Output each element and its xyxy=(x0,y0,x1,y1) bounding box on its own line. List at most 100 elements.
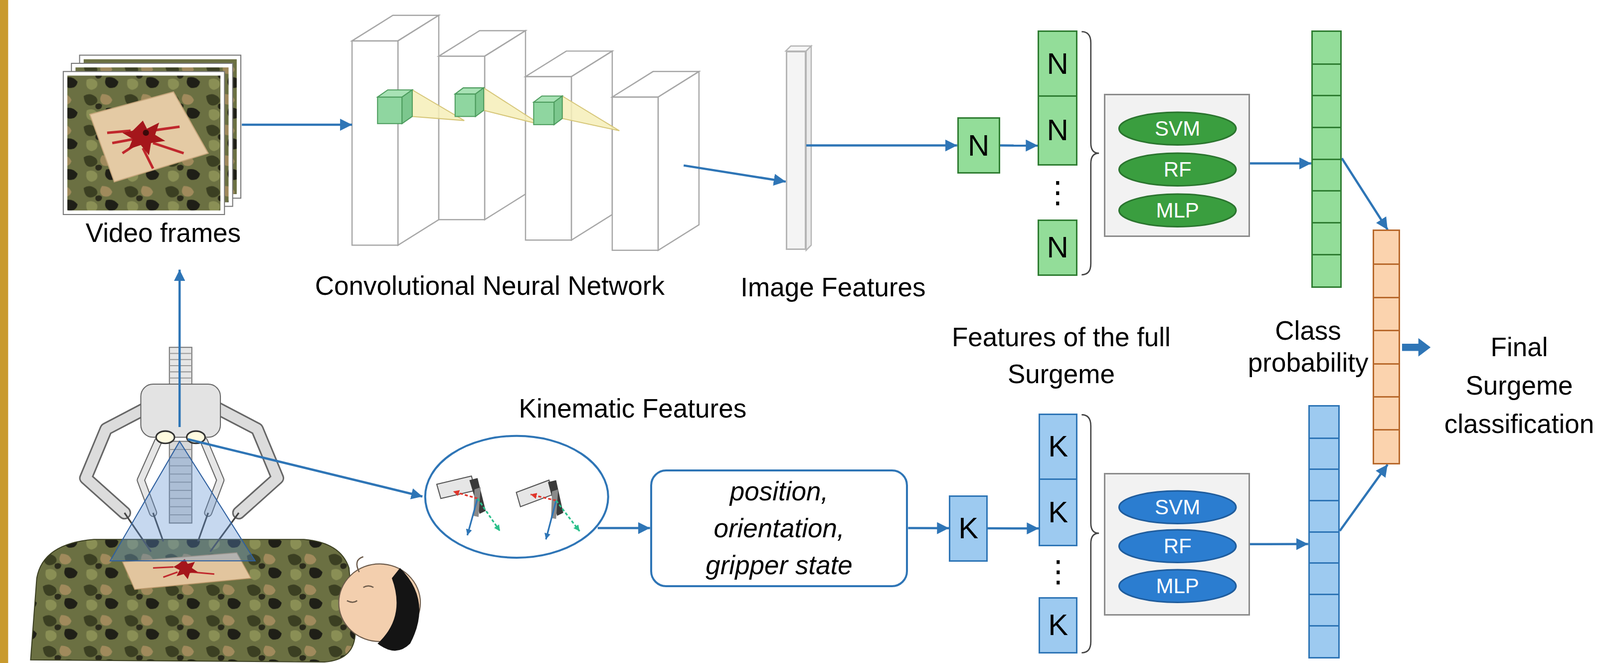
image-feature-vector: Image Features xyxy=(785,50,807,250)
accent-bar xyxy=(0,0,8,663)
feature-letter: N xyxy=(967,130,990,161)
ellipse-shape xyxy=(1118,153,1237,186)
cell-divider xyxy=(1309,593,1339,595)
cnn-layers xyxy=(484,30,526,220)
classifier-name: RF xyxy=(1163,159,1192,180)
cell-divider xyxy=(1374,395,1399,398)
probability-vector: Class probability xyxy=(1311,30,1342,288)
kinematic-feature-box: K xyxy=(948,495,988,562)
convolution-kernels xyxy=(562,95,620,131)
cell-divider xyxy=(1374,428,1399,431)
cell-divider xyxy=(1309,561,1339,564)
cnn-block: Convolutional Neural Network xyxy=(352,12,684,251)
cell-divider xyxy=(1312,94,1341,97)
ellipse-shape xyxy=(1118,569,1237,603)
cell-divider xyxy=(1312,253,1341,256)
node-label: Final Surgeme classification xyxy=(1439,328,1600,444)
cell-divider xyxy=(1312,126,1341,129)
cell-divider xyxy=(1309,437,1339,439)
connector-arrow xyxy=(907,526,949,530)
feature-vector-bar-depth xyxy=(785,45,812,251)
feature-letter: N xyxy=(1037,219,1078,276)
cell-divider xyxy=(1309,531,1339,533)
output-arrow xyxy=(1402,338,1431,357)
feature-letter: K xyxy=(1038,596,1078,654)
cell-divider xyxy=(1374,296,1399,299)
cell-divider xyxy=(1312,189,1341,192)
ellipse-shape xyxy=(1118,193,1237,227)
convolution-kernels xyxy=(401,89,412,124)
kinematic-feature-stack: KK⋮K xyxy=(1038,413,1078,654)
video-frames-picture xyxy=(143,129,150,136)
connector-arrow xyxy=(1249,542,1309,545)
connector-arrow xyxy=(683,165,786,182)
convolution-kernels xyxy=(455,93,476,117)
classifier-ellipse: RF xyxy=(1117,529,1238,563)
classifier-ellipse: RF xyxy=(1117,152,1238,187)
video-frames-picture xyxy=(63,71,225,215)
instrument-tips xyxy=(516,479,554,507)
fused-probability-vector: Final Surgeme classification xyxy=(1372,229,1401,465)
convolution-kernels xyxy=(377,97,402,124)
instrument-tips xyxy=(545,500,556,539)
classifier-name: SVM xyxy=(1154,496,1201,518)
instrument-tips xyxy=(555,500,580,531)
group-label: Features of the full Surgeme xyxy=(946,318,1176,393)
brace xyxy=(1081,414,1099,653)
cell-divider xyxy=(1309,499,1339,502)
camera-arrows xyxy=(187,439,423,497)
cnn-layers xyxy=(658,71,700,250)
connector-arrow xyxy=(241,123,353,127)
feature-letter: ⋮ xyxy=(1038,545,1078,597)
cnn-layers xyxy=(352,40,398,246)
classifier-panel: SVMRFMLP xyxy=(1103,93,1250,237)
cnn-layers xyxy=(397,15,439,246)
kinematics-ellipse: Kinematic Features xyxy=(423,433,611,560)
ellipse-shape xyxy=(1118,490,1237,524)
ellipse-shape xyxy=(1118,112,1237,146)
connector-arrow xyxy=(1339,464,1388,531)
cell-divider xyxy=(1312,63,1341,65)
connector-arrow xyxy=(987,527,1039,530)
ellipse-shape xyxy=(425,435,609,558)
classifier-panel: SVMRFMLP xyxy=(1103,472,1250,616)
connector-arrow xyxy=(1249,162,1312,165)
node-label: Class probability xyxy=(1233,314,1384,378)
image-feature-stack: NN⋮N xyxy=(1037,30,1078,276)
classifier-ellipse: MLP xyxy=(1117,193,1238,228)
cnn-layers xyxy=(352,15,700,251)
classifier-ellipse: SVM xyxy=(1117,490,1238,525)
node-label: Convolutional Neural Network xyxy=(315,269,665,302)
video-frames-picture xyxy=(67,75,221,211)
feature-letter: N xyxy=(1037,30,1078,97)
classifier-name: RF xyxy=(1163,535,1192,557)
cell-divider xyxy=(1312,158,1341,161)
kinematics-outline xyxy=(423,433,611,560)
image-feature-box: N xyxy=(957,117,1001,174)
feature-letter: N xyxy=(1037,96,1078,166)
patient-mannequin xyxy=(377,567,420,651)
video-frames-picture xyxy=(89,91,208,182)
patient-mannequin xyxy=(347,600,357,602)
cell-divider xyxy=(1374,362,1399,365)
convolution-kernels xyxy=(377,87,620,131)
camera-arrows xyxy=(179,269,423,497)
feature-letter: K xyxy=(958,513,979,543)
instrument-tips xyxy=(530,494,556,501)
brace xyxy=(1081,31,1099,275)
instrument-tips xyxy=(453,491,478,499)
video-frames-picture xyxy=(63,55,241,215)
patient-mannequin xyxy=(356,556,364,572)
node-label: Image Features xyxy=(740,271,926,304)
instrument-tips xyxy=(436,475,476,499)
wound-site xyxy=(173,558,198,579)
connector-arrow xyxy=(597,526,651,530)
probability-vector xyxy=(1308,404,1340,659)
node-label: Video frames xyxy=(85,216,241,249)
cnn-layers xyxy=(438,56,485,220)
connector-arrow xyxy=(806,144,958,147)
cell-divider xyxy=(1374,329,1399,332)
instrument-tips xyxy=(467,498,478,535)
camera-field-of-view xyxy=(110,441,256,561)
